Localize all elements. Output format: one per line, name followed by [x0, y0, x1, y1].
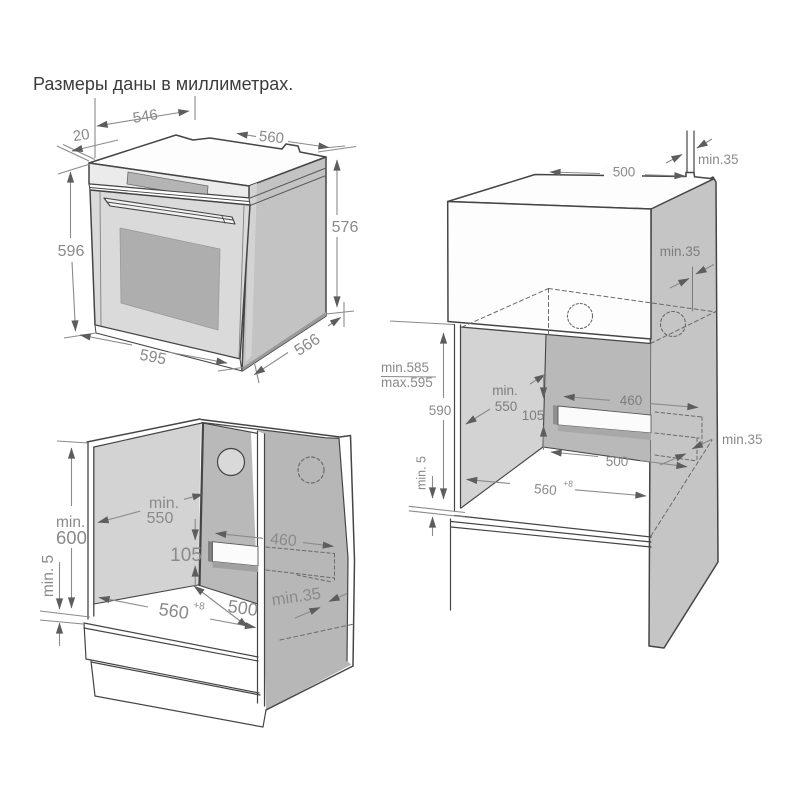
- svg-text:+8: +8: [193, 600, 206, 613]
- svg-text:min.585: min.585: [381, 360, 429, 375]
- svg-text:min. 5: min. 5: [415, 456, 429, 490]
- svg-text:min.35: min.35: [698, 152, 739, 167]
- svg-text:min.: min.: [149, 495, 179, 512]
- svg-text:560: 560: [258, 128, 285, 148]
- svg-text:105: 105: [522, 408, 545, 423]
- svg-text:min.: min.: [56, 514, 85, 531]
- svg-text:560: 560: [534, 481, 558, 498]
- svg-text:546: 546: [132, 106, 159, 127]
- svg-text:105: 105: [170, 545, 202, 566]
- svg-text:500: 500: [613, 165, 636, 180]
- svg-text:460: 460: [620, 393, 643, 408]
- svg-text:500: 500: [606, 454, 629, 469]
- svg-text:560: 560: [158, 599, 191, 623]
- svg-text:min. 5: min. 5: [40, 555, 57, 597]
- svg-text:max.595: max.595: [381, 375, 433, 390]
- svg-text:596: 596: [58, 243, 85, 260]
- svg-text:600: 600: [56, 527, 87, 548]
- svg-text:min.: min.: [492, 383, 518, 398]
- svg-text:550: 550: [147, 510, 174, 527]
- svg-text:500: 500: [227, 596, 260, 620]
- svg-text:595: 595: [138, 347, 168, 369]
- svg-text:20: 20: [72, 126, 91, 145]
- svg-text:Размеры даны в миллиметрах.: Размеры даны в миллиметрах.: [33, 74, 293, 94]
- svg-text:+8: +8: [563, 478, 574, 489]
- svg-text:550: 550: [495, 399, 518, 414]
- svg-text:460: 460: [269, 531, 297, 550]
- svg-text:590: 590: [429, 403, 452, 418]
- svg-text:576: 576: [332, 219, 359, 236]
- svg-text:min.35: min.35: [660, 244, 701, 259]
- svg-text:min.35: min.35: [722, 432, 763, 447]
